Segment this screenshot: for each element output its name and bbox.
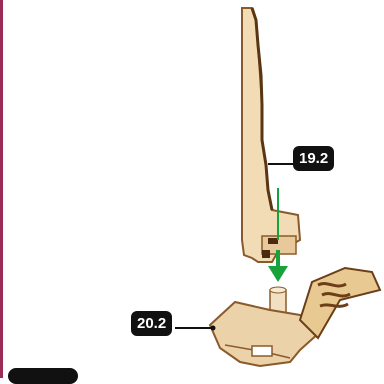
side-bracket — [300, 268, 380, 338]
part-label-19-2: 19.2 — [293, 146, 334, 171]
part-label-20-2: 20.2 — [131, 311, 172, 336]
upright-part — [242, 8, 300, 262]
page-corner-tab — [8, 368, 78, 384]
